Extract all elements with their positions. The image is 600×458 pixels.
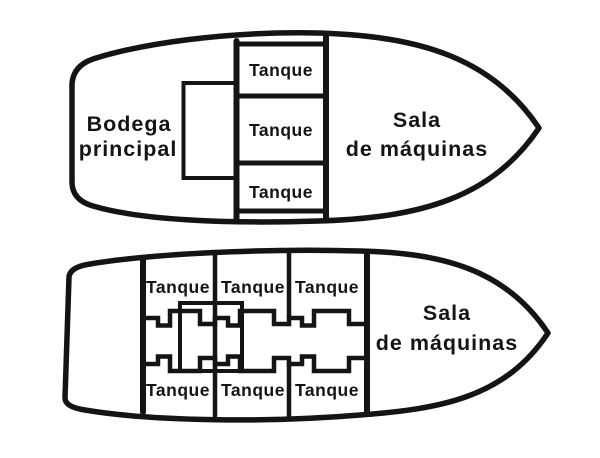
ship-top-tank-1-label: Tanque — [249, 60, 313, 80]
ship-top-engine-label-line1: Sala — [393, 108, 441, 132]
ship-top: Bodega principal Tanque Tanque Tanque Sa… — [69, 30, 542, 225]
ship-bottom-engine-label-line2: de máquinas — [376, 331, 518, 355]
ship-bottom-tank-bottom-1-label: Tanque — [146, 380, 210, 400]
ship-top-tank-2-label: Tanque — [249, 120, 313, 140]
ship-top-hatch-rect — [181, 81, 239, 180]
ship-bottom-tank-top-1-label: Tanque — [146, 277, 210, 297]
ship-bottom-trunk-rect — [178, 301, 244, 373]
ship-top-hull-outline — [69, 30, 542, 225]
ship-top-tank-3-label: Tanque — [249, 182, 313, 202]
ship-bottom-engine-label-line1: Sala — [423, 301, 471, 325]
ship-bottom-tank-bottom-3-label: Tanque — [295, 380, 359, 400]
ship-bottom-tank-top-2-label: Tanque — [221, 277, 285, 297]
ship-top-engine-label-line2: de máquinas — [346, 137, 488, 161]
ship-bottom-tank-bottom-2-label: Tanque — [221, 380, 285, 400]
ship-bottom-tank-top-3-label: Tanque — [295, 277, 359, 297]
ship-top-hold-label-line1: Bodega — [87, 112, 172, 136]
ship-top-hold-label-line2: principal — [79, 137, 178, 161]
ship-bottom: Tanque Tanque Tanque Tanque Tanque Tanqu… — [62, 247, 551, 423]
